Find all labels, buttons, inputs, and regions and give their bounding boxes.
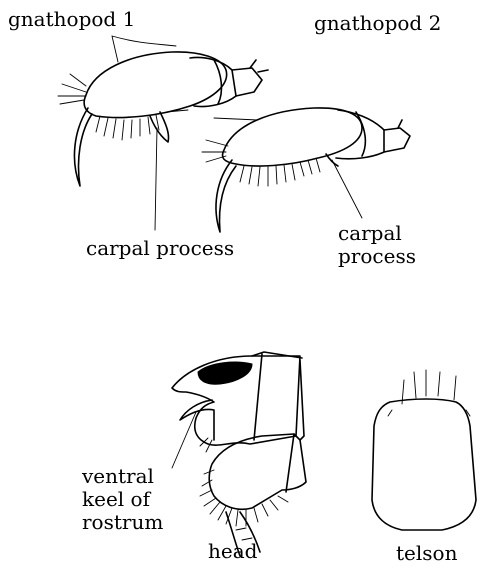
- ventral-keel-line-1: ventral: [82, 465, 163, 488]
- ventral-keel-leader: [172, 412, 196, 468]
- ventral-keel-line-2: keel of: [82, 488, 163, 511]
- carpal-process-1-leader: [155, 128, 157, 230]
- gnathopod-2-drawing: [202, 108, 410, 232]
- carpal-process-2-label: carpal process: [338, 222, 416, 268]
- carpal-process-2-line-2: process: [338, 245, 416, 268]
- head-drawing: [172, 352, 306, 556]
- gnathopod-2-label: gnathopod 2: [314, 12, 441, 34]
- telson-label: telson: [396, 542, 457, 564]
- carpal-process-2-line-1: carpal: [338, 222, 416, 245]
- carpal-process-2-leader: [332, 160, 362, 218]
- ventral-keel-line-3: rostrum: [82, 511, 163, 534]
- gnathopod-1-label: gnathopod 1: [8, 8, 135, 30]
- ventral-keel-label: ventral keel of rostrum: [82, 465, 163, 534]
- telson-drawing: [372, 370, 476, 530]
- head-label: head: [208, 540, 257, 562]
- carpal-process-1-label: carpal process: [86, 237, 234, 259]
